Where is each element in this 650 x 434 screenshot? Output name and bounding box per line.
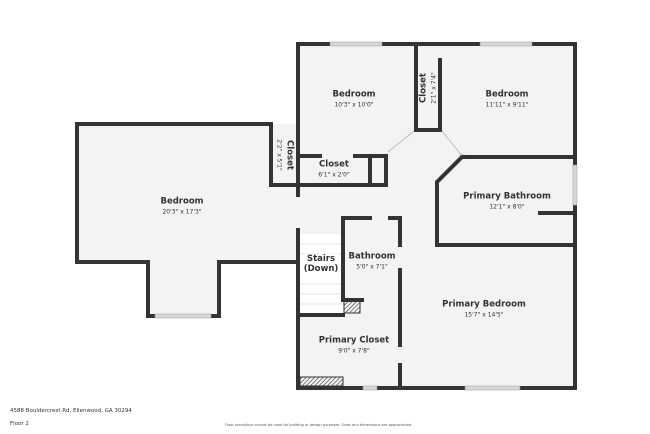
room-name: Bathroom [348, 251, 396, 262]
room-dims: 9'0" x 7'8" [338, 347, 370, 355]
windows [154, 41, 578, 391]
room-name: Closet [284, 140, 295, 170]
room-dims: 11'11" x 9'11" [485, 101, 529, 109]
stairs [300, 234, 343, 314]
room-name: Primary Closet [318, 335, 390, 346]
angled-openings [387, 130, 463, 157]
room-name: Primary Bedroom [442, 299, 526, 310]
room-stairs: Stairs (Down) [303, 254, 339, 274]
floor-label: Floor 2 [10, 421, 29, 427]
room-name: Closet [319, 159, 349, 170]
hatched-area [343, 300, 361, 314]
address: 4588 Bouldercrest Rd, Ellenwood, GA 3029… [10, 408, 132, 414]
room-dims: 10'3" x 10'0" [334, 101, 374, 109]
room-dims: 6'1" x 2'0" [318, 171, 350, 179]
room-name: Closet [418, 73, 429, 103]
room-name: Bedroom [332, 89, 376, 100]
room-dims: 20'3" x 17'3" [162, 208, 202, 216]
room-name: Bedroom [160, 196, 204, 207]
room-name: Primary Bathroom [463, 191, 551, 202]
room-name: Bedroom [485, 89, 529, 100]
disclaimer: Floor plans/tour cannot be used for buil… [225, 423, 413, 427]
room-dims: 2'2" x 5'1" [275, 139, 283, 171]
room-dims: 12'1" x 8'0" [489, 203, 525, 211]
room-dims: 2'1" x 7'4" [430, 72, 438, 104]
room-dims: 15'7" x 14'5" [464, 311, 504, 319]
hatched-area [299, 376, 344, 387]
room-name: Stairs (Down) [303, 254, 339, 274]
room-dims: 5'0" x 7'1" [356, 263, 388, 271]
